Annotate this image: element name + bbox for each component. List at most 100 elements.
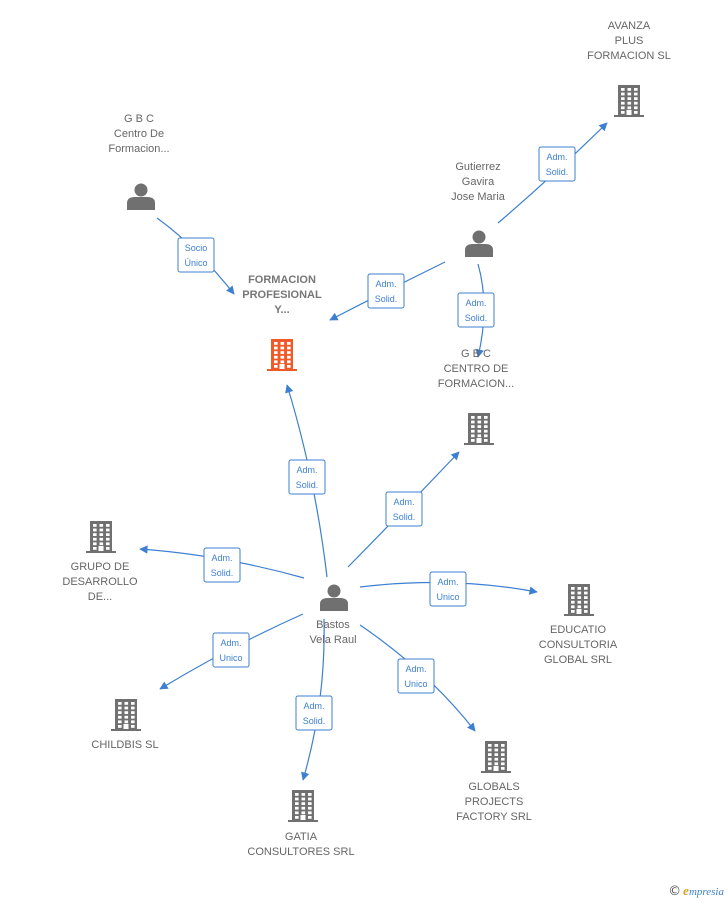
building-icon xyxy=(288,790,318,822)
nodes-layer: FORMACION PROFESIONAL Y... AVANZA PLUS FORMAC… xyxy=(62,20,670,858)
edge-label-text: Adm. xyxy=(405,664,426,674)
node-label: Centro De xyxy=(114,128,164,140)
node-label: FORMACION... xyxy=(438,378,514,390)
node-label: PROFESIONAL xyxy=(242,289,322,301)
person-icon xyxy=(127,183,155,210)
edge-bastos-globals: Adm. Unico xyxy=(359,624,476,732)
node-label: PROJECTS xyxy=(465,796,524,808)
edge-label-box[interactable] xyxy=(429,571,467,607)
edge-label-text: Unico xyxy=(219,653,242,663)
node-childbis[interactable]: CHILDBIS SL xyxy=(91,699,159,751)
building-icon xyxy=(481,741,511,773)
edge-bastos-grupo: Adm. Solid. xyxy=(139,545,305,583)
edge-label-box[interactable] xyxy=(288,459,326,495)
node-label: Y... xyxy=(274,304,289,316)
node-label: CONSULTORIA xyxy=(539,639,618,651)
person-icon xyxy=(320,584,348,611)
edge-label-box[interactable] xyxy=(367,273,405,309)
edge-label-text: Único xyxy=(184,258,207,268)
node-label: AVANZA xyxy=(608,20,651,32)
node-label: G B C xyxy=(461,348,491,360)
node-label: G B C xyxy=(124,113,154,125)
edge-label-box[interactable] xyxy=(295,695,333,731)
edge-label-text: Solid. xyxy=(393,512,416,522)
building-icon xyxy=(464,413,494,445)
edge-label-box[interactable] xyxy=(212,632,250,668)
node-gbc_company[interactable]: G B C CENTRO DE FORMACION... xyxy=(438,348,514,445)
edge-label-text: Adm. xyxy=(393,497,414,507)
person-icon xyxy=(465,230,493,257)
edge-label-text: Solid. xyxy=(465,313,488,323)
copyright-icon: © xyxy=(668,884,682,899)
node-label: Gavira xyxy=(462,176,495,188)
node-label: GLOBALS xyxy=(468,781,519,793)
node-label: DESARROLLO xyxy=(62,576,138,588)
edge-label-text: Adm. xyxy=(546,152,567,162)
node-label: Bastos xyxy=(316,619,350,631)
edge-label-text: Adm. xyxy=(211,553,232,563)
building-icon xyxy=(111,699,141,731)
node-label: Gutierrez xyxy=(455,161,500,173)
building-icon xyxy=(267,339,297,371)
node-label: CONSULTORES SRL xyxy=(247,846,354,858)
node-label: CENTRO DE xyxy=(444,363,509,375)
edge-gutierrez-gbc_company: Adm. Solid. xyxy=(457,263,495,358)
edge-label-box[interactable] xyxy=(538,146,576,182)
edge-label-text: Adm. xyxy=(296,465,317,475)
edge-label-text: Solid. xyxy=(296,480,319,490)
node-avanza[interactable]: AVANZA PLUS FORMACION SL xyxy=(587,20,671,117)
node-globals[interactable]: GLOBALS PROJECTS FACTORY SRL xyxy=(456,741,532,823)
node-label: FACTORY SRL xyxy=(456,811,532,823)
edge-label-box[interactable] xyxy=(177,237,215,273)
logo-initial: e xyxy=(683,883,689,898)
node-label: Formacion... xyxy=(108,143,169,155)
edge-label-text: Solid. xyxy=(546,167,569,177)
edges-layer: SocioÚnicoAdm.Solid.Adm.Solid.Adm.Solid.… xyxy=(139,122,608,781)
node-label: CHILDBIS SL xyxy=(91,739,158,751)
edge-label-text: Adm. xyxy=(220,638,241,648)
edge-label-text: Adm. xyxy=(375,279,396,289)
edge-label-text: Socio xyxy=(185,243,208,253)
node-label: GATIA xyxy=(285,831,318,843)
node-label: GLOBAL SRL xyxy=(544,654,612,666)
node-label: FORMACION SL xyxy=(587,50,671,62)
node-formacion[interactable]: FORMACION PROFESIONAL Y... xyxy=(242,274,322,371)
edge-gutierrez-avanza: Adm. Solid. xyxy=(497,122,608,224)
edge-bastos-educatio: Adm.Unico xyxy=(359,571,538,607)
node-label: GRUPO DE xyxy=(71,561,130,573)
node-label: FORMACION xyxy=(248,274,316,286)
edge-bastos-formacion: Adm. Solid. xyxy=(285,384,328,578)
building-icon xyxy=(564,584,594,616)
empresia-logo: ©empresia xyxy=(668,883,724,899)
edge-label-box[interactable] xyxy=(203,547,241,583)
node-grupo[interactable]: GRUPO DE DESARROLLO DE... xyxy=(62,521,138,603)
logo-text: mpresia xyxy=(688,886,724,898)
node-label: EDUCATIO xyxy=(550,624,606,636)
edge-label-text: Adm. xyxy=(465,298,486,308)
edge-label-text: Unico xyxy=(436,592,459,602)
node-label: Jose Maria xyxy=(451,191,506,203)
node-label: Vela Raul xyxy=(309,634,356,646)
edge-label-text: Solid. xyxy=(303,716,326,726)
edge-label-text: Adm. xyxy=(303,701,324,711)
building-icon xyxy=(86,521,116,553)
node-gatia[interactable]: GATIA CONSULTORES SRL xyxy=(247,790,355,858)
node-educatio[interactable]: EDUCATIO CONSULTORIA GLOBAL SRL xyxy=(539,584,618,666)
node-label: DE... xyxy=(88,591,112,603)
edge-bastos-gatia: Adm. Solid. xyxy=(295,618,333,781)
node-gbc_person[interactable]: G B C Centro De Formacion... xyxy=(108,113,170,210)
edge-label-box[interactable] xyxy=(397,658,435,694)
node-label: PLUS xyxy=(615,35,644,47)
edge-label-box[interactable] xyxy=(385,491,423,527)
edge-label-text: Solid. xyxy=(375,294,398,304)
building-icon xyxy=(614,85,644,117)
edge-label-text: Unico xyxy=(404,679,427,689)
edge-bastos-gbc_company: Adm. Solid. xyxy=(347,451,460,568)
edge-bastos-childbis: Adm. Unico xyxy=(159,613,304,690)
edge-label-box[interactable] xyxy=(457,292,495,328)
edge-label-text: Solid. xyxy=(211,568,234,578)
